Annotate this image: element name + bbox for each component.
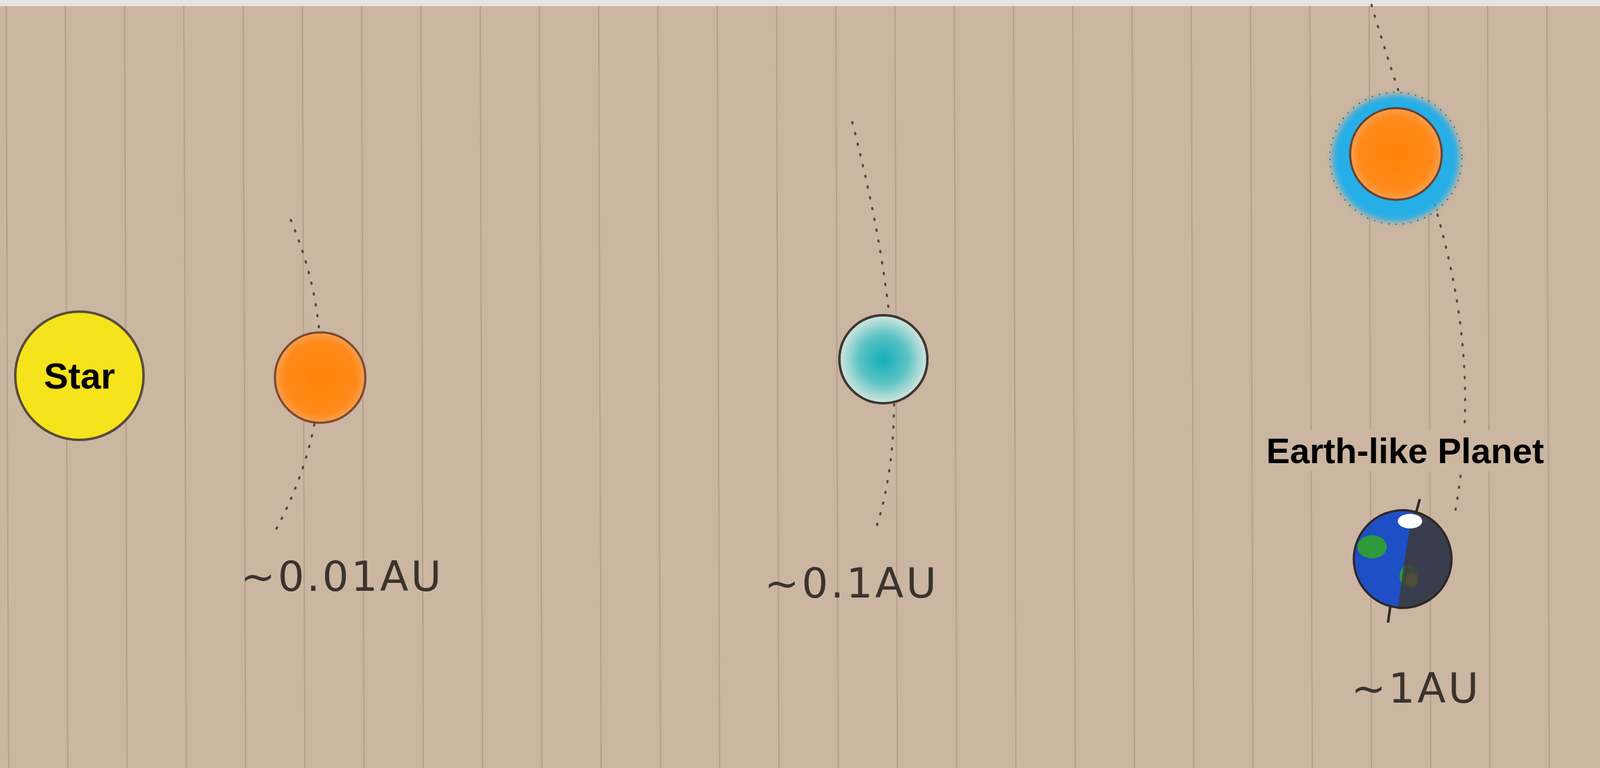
planet-node: Earth-like Planet <box>1260 430 1548 614</box>
ruled-line <box>1191 6 1194 768</box>
ruled-lines <box>6 6 1550 768</box>
ruled-line <box>183 6 187 768</box>
distance-label: ~0.01AU <box>240 554 445 600</box>
distance-label: ~1AU <box>1351 665 1482 712</box>
ruled-line <box>776 6 779 768</box>
axis-line <box>1416 499 1420 513</box>
ruled-line <box>954 6 957 768</box>
glowing-planet <box>1329 92 1462 225</box>
star-label: Star <box>43 354 116 398</box>
planet-circle <box>1350 108 1442 200</box>
ruled-line <box>717 6 720 768</box>
ruled-line <box>6 6 9 768</box>
ruled-line <box>539 6 542 768</box>
ruled-line <box>657 6 661 768</box>
ruled-line <box>243 6 246 768</box>
ruled-line <box>1309 6 1313 768</box>
earth-planet <box>1347 504 1458 614</box>
ruled-line <box>1546 6 1550 768</box>
star-circle: Star <box>12 309 147 443</box>
planet-label: Earth-like Planet <box>1262 430 1548 472</box>
night-side <box>1397 507 1455 611</box>
distance-label: ~0.1AU <box>764 560 939 607</box>
planet-circle <box>839 315 928 404</box>
ruled-line <box>1132 6 1135 768</box>
ruled-line <box>598 6 602 768</box>
star-disc <box>15 311 144 440</box>
paper-edge <box>0 0 1600 7</box>
ruled-line <box>1250 6 1253 768</box>
ruled-line <box>1487 6 1491 768</box>
ruled-line <box>1013 6 1016 768</box>
glow-outline <box>1329 92 1462 225</box>
planet-outline <box>1353 510 1452 608</box>
ruled-line <box>1072 6 1076 768</box>
ruled-line <box>420 6 424 768</box>
planet-circle <box>274 332 366 423</box>
hot-planet <box>274 332 366 423</box>
planet-glow <box>1332 94 1460 222</box>
ruled-line <box>480 6 483 768</box>
teal-planet <box>839 315 928 404</box>
continent <box>1357 535 1387 559</box>
axis-line <box>1388 605 1391 623</box>
ruled-line <box>835 6 839 768</box>
ice-cap <box>1397 513 1423 529</box>
